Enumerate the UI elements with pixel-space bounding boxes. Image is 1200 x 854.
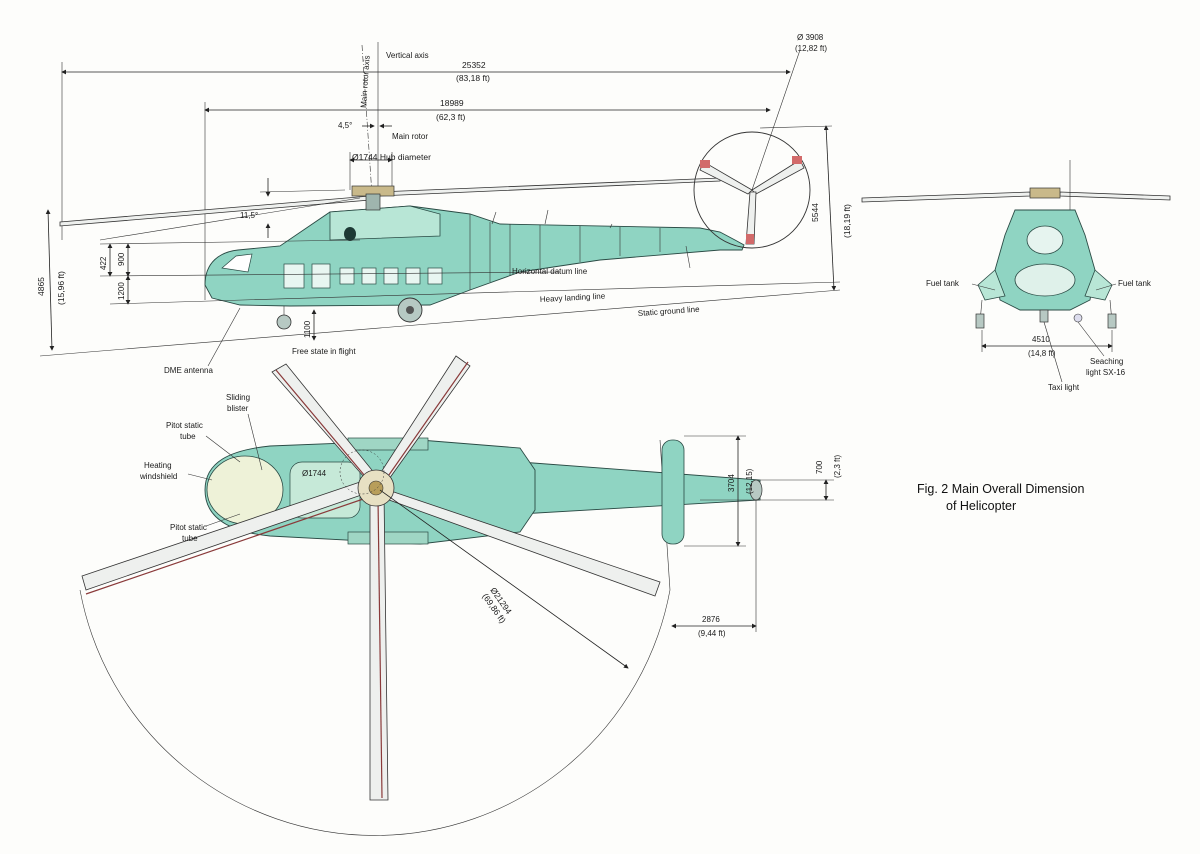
pitot-top-label-2: tube [180, 432, 196, 441]
blade-angle-label: 11,5° [240, 211, 258, 220]
figure-caption-line-2: of Helicopter [946, 499, 1016, 513]
fuel-tank-right-label: Fuel tank [1118, 279, 1152, 288]
figure-caption-line-1: Fig. 2 Main Overall Dimension [917, 482, 1084, 496]
pitot-top-label: Pitot static [166, 421, 203, 430]
front-view: Fuel tank Fuel tank 4510 (14,8 ft) Seach… [861, 160, 1171, 392]
rotor-tilt-label: 4,5° [338, 121, 352, 130]
searching-light-label-2: light SX-16 [1086, 368, 1126, 377]
dim-422-label: 422 [99, 256, 108, 270]
tail-dim-ft-label: (9,44 ft) [698, 629, 726, 638]
dim-1100-label: 1100 [303, 320, 312, 338]
side-view: 25352 (83,18 ft) 18989 (62,3 ft) Vertica… [36, 33, 852, 375]
top-view: Ø1744 Ø21294 (69,86 ft) Sliding blister … [79, 355, 842, 836]
main-rotor-blades-top [81, 355, 661, 801]
sliding-blister-label-2: blister [227, 404, 249, 413]
pitot-bottom-label-2: tube [182, 534, 198, 543]
dim-900-label: 900 [117, 252, 126, 266]
tail-offset-label: 700 [815, 460, 824, 474]
hub-dia-label: Ø1744 [302, 469, 327, 478]
vertical-axis-label: Vertical axis [386, 51, 429, 60]
horizontal-datum-label: Horizontal datum line [512, 267, 588, 276]
stab-span-label: 3704 [727, 474, 736, 492]
hub-diameter-label: Ø1744 Hub diameter [352, 152, 431, 162]
static-ground-label: Static ground line [638, 305, 701, 318]
main-rotor-axis-label: Main rotor axis [359, 55, 372, 108]
height-total-label: 4865 [36, 277, 46, 296]
height-tail-label: 5544 [810, 203, 820, 222]
heating-windshield-label-2: windshield [139, 472, 177, 481]
track-width-ft-label: (14,8 ft) [1028, 349, 1056, 358]
dim-1200-label: 1200 [117, 282, 126, 300]
tail-rotor-dia-label: Ø 3908 [797, 33, 824, 42]
heavy-landing-label: Heavy landing line [540, 292, 606, 304]
track-width-label: 4510 [1032, 335, 1050, 344]
tail-offset-ft-label: (2,3 ft) [833, 455, 842, 478]
sliding-blister-label: Sliding [226, 393, 250, 402]
heating-windshield-label: Heating [144, 461, 172, 470]
overall-length-ft-label: (83,18 ft) [456, 73, 490, 83]
taxi-light-label: Taxi light [1048, 383, 1080, 392]
tail-rotor-dia-ft-label: (12,82 ft) [795, 44, 827, 53]
tail-rotor-blades [699, 156, 805, 245]
main-rotor-label: Main rotor [392, 132, 428, 141]
dme-antenna-label: DME antenna [164, 366, 213, 375]
height-tail-ft-label: (18,19 ft) [842, 204, 852, 238]
stab-span-ft-label: (12,15) [745, 468, 754, 494]
fuselage-length-label: 18989 [440, 98, 464, 108]
tail-dim-label: 2876 [702, 615, 720, 624]
fuel-tank-left-label: Fuel tank [926, 279, 960, 288]
searching-light-label: Seaching [1090, 357, 1123, 366]
height-total-ft-label: (15,96 ft) [56, 271, 66, 305]
overall-length-label: 25352 [462, 60, 486, 70]
free-state-label: Free state in flight [292, 347, 356, 356]
fuselage-length-ft-label: (62,3 ft) [436, 112, 465, 122]
pitot-bottom-label: Pitot static [170, 523, 207, 532]
